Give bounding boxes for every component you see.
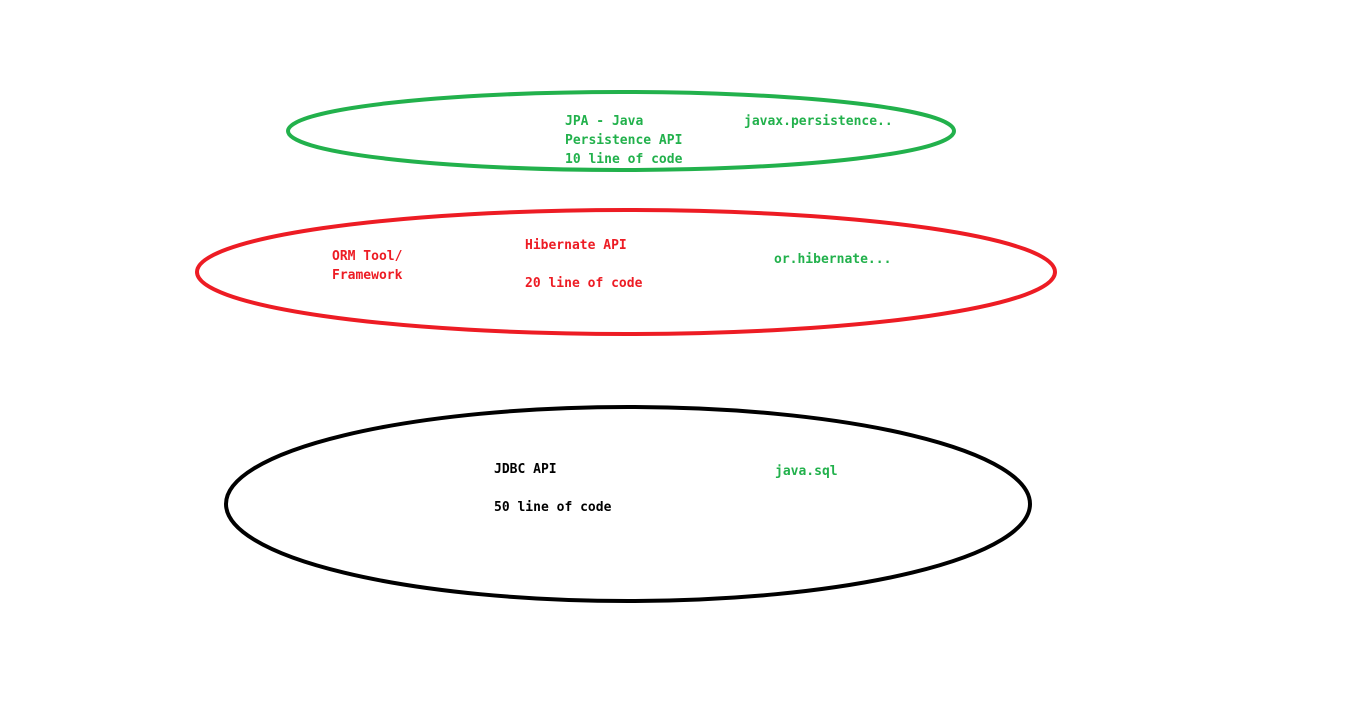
jpa-title-line-2: Persistence API: [565, 133, 683, 148]
hibernate-title: Hibernate API: [525, 238, 627, 253]
jdbc-title: JDBC API: [494, 462, 557, 477]
jpa-loc: 10 line of code: [565, 152, 683, 167]
jpa-title-line-1: JPA - Java: [565, 114, 644, 129]
orm-tool-line-2: Framework: [332, 268, 403, 283]
hibernate-layer-ellipse: [195, 208, 1057, 336]
jpa-package: javax.persistence..: [744, 114, 893, 129]
jpa-title: JPA - Java Persistence API 10 line of co…: [565, 112, 682, 169]
jdbc-package: java.sql: [775, 464, 838, 479]
hibernate-loc: 20 line of code: [525, 276, 643, 291]
jdbc-layer-ellipse: [224, 405, 1032, 603]
jdbc-loc: 50 line of code: [494, 500, 612, 515]
hibernate-package: or.hibernate...: [774, 252, 892, 267]
orm-tool-line-1: ORM Tool/: [332, 249, 403, 264]
orm-tool-label: ORM Tool/ Framework: [332, 247, 402, 285]
jpa-layer-ellipse: [286, 90, 956, 172]
